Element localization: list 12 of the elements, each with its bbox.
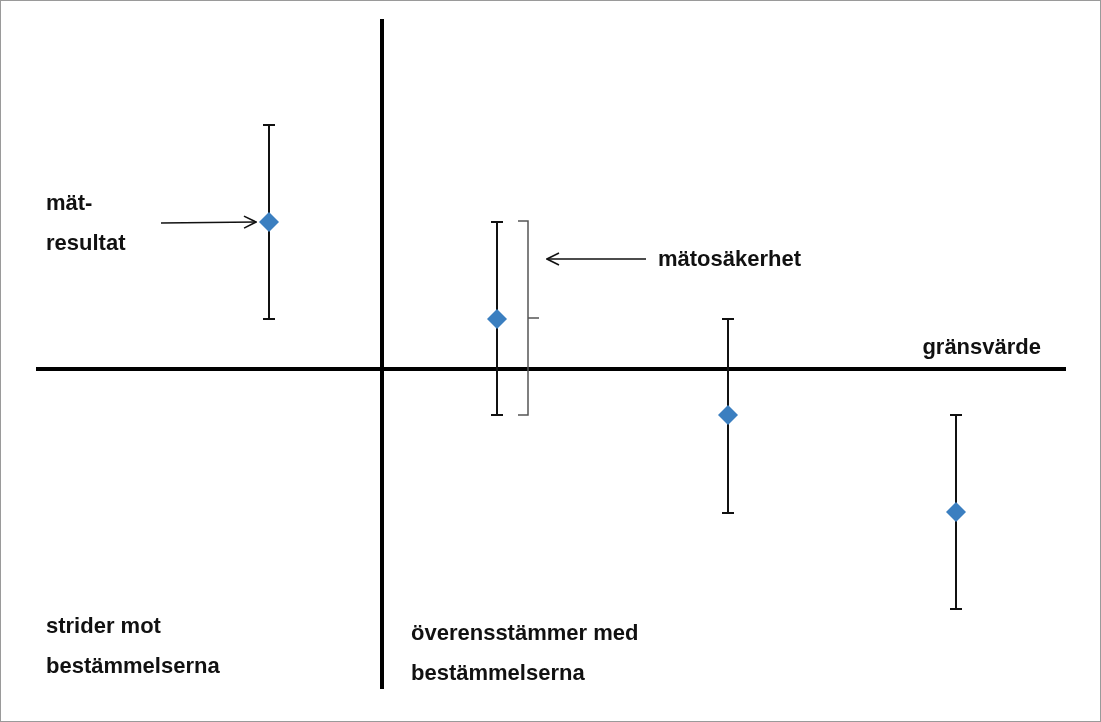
region-label: strider mot bestämmelserna: [46, 612, 221, 680]
leader-arrow: [546, 252, 647, 266]
data-point: [259, 212, 279, 232]
annotation-text: mätosäkerhet: [658, 239, 858, 279]
data-point: [946, 502, 966, 522]
leader-arrow: [160, 215, 257, 229]
line-label: gränsvärde: [921, 333, 1041, 361]
data-point: [487, 309, 507, 329]
bracket: [517, 220, 540, 416]
data-point: [718, 405, 738, 425]
region-label: överensstämmer med bestämmelserna: [411, 619, 640, 687]
annotation-text: mät- resultat: [46, 183, 146, 263]
